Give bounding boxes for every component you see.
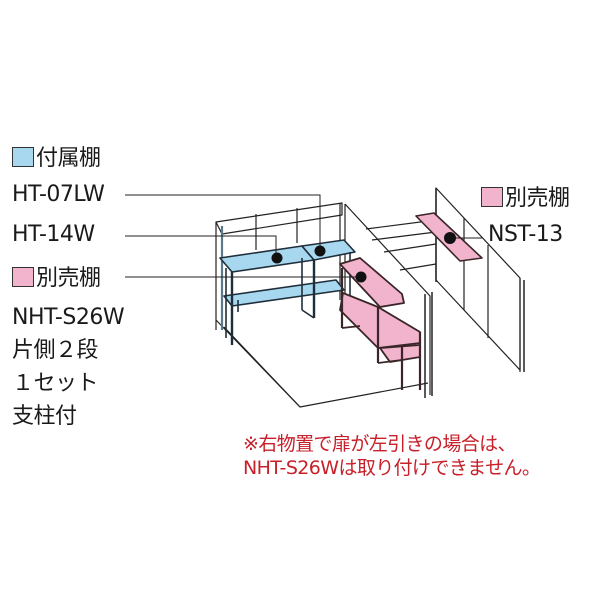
detail-one-set: １セット <box>12 371 99 396</box>
legend-sold-separately-right: 別売棚 <box>481 186 570 212</box>
legend-sold-right-title: 別売棚 <box>505 186 570 211</box>
model-ht07lw: HT-07LW <box>12 182 105 207</box>
blue-swatch-icon <box>12 147 34 167</box>
model-ht14w: HT-14W <box>12 222 95 247</box>
legend-attached-title: 付属棚 <box>36 146 101 171</box>
attached-shelf-blue <box>219 239 356 345</box>
marker-ht07lw <box>314 245 326 257</box>
pink-swatch-icon <box>481 187 503 207</box>
blue-shelf-top-right <box>301 239 356 261</box>
right-room-wall <box>435 187 521 371</box>
legend-sold-separately-left: 別売棚 <box>12 266 101 292</box>
pink-swatch-icon <box>12 267 34 287</box>
note-line-1: ※右物置で扉が左引きの場合は、 <box>243 433 517 455</box>
note-line-2: NHT-S26Wは取り付けできません。 <box>243 457 541 479</box>
marker-ht14w <box>271 252 283 264</box>
legend-attached-shelf: 付属棚 <box>12 146 101 172</box>
detail-with-posts: 支柱付 <box>12 404 77 429</box>
back-wall-left <box>215 202 343 235</box>
compatibility-note: ※右物置で扉が左引きの場合は、 NHT-S26Wは取り付けできません。 <box>243 432 541 480</box>
blue-shelf-top-left <box>219 245 315 273</box>
floor-left-edge <box>215 319 301 408</box>
marker-nst13 <box>444 232 456 244</box>
sold-separately-shelf-pink <box>339 257 422 390</box>
model-nht-s26w: NHT-S26W <box>12 305 125 330</box>
marker-nht-s26w <box>355 271 367 283</box>
detail-one-side-2-tier: 片側２段 <box>12 338 99 363</box>
leader-ht07lw <box>125 194 321 249</box>
pink-shelf-top <box>339 257 405 308</box>
partition-wall <box>344 203 431 395</box>
blue-shelf-lower <box>223 279 345 307</box>
leader-ht14w <box>125 235 277 256</box>
model-nst13: NST-13 <box>488 222 563 247</box>
legend-sold-left-title: 別売棚 <box>36 266 101 291</box>
